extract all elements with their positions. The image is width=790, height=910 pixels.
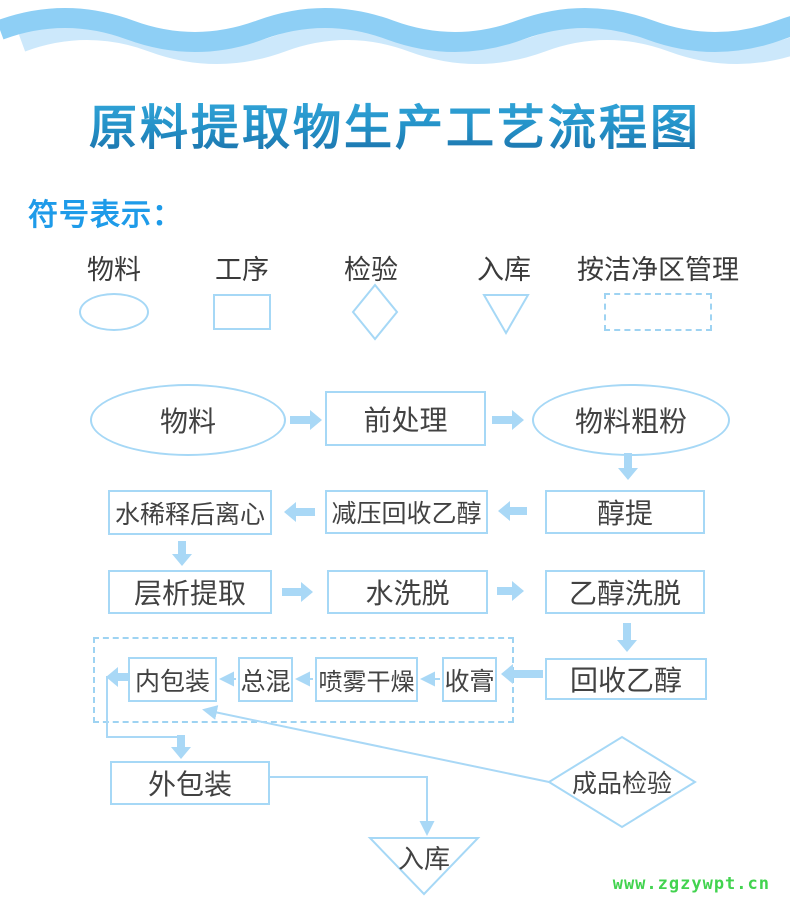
node-material: 物料	[90, 384, 286, 456]
wave-banner	[0, 8, 790, 64]
node-chromatography-extraction: 层析提取	[108, 570, 272, 614]
finished-product-inspection-label: 成品检验	[571, 770, 672, 798]
arrow-water-elution-to-ethanol-elution	[497, 581, 524, 601]
legend-label-warehouse: 入库	[477, 255, 531, 285]
node-paste-collection: 收膏	[442, 657, 497, 702]
warehousing-label: 入库	[397, 843, 450, 874]
arrow-material-to-pretreatment	[290, 410, 322, 430]
node-vacuum-ethanol-recovery: 减压回收乙醇	[325, 490, 488, 534]
node-total-mixing: 总混	[238, 657, 293, 702]
legend-label-process: 工序	[215, 255, 269, 285]
node-ethanol-recovery: 回收乙醇	[545, 658, 707, 700]
arrow-chromatography-to-water-elution	[282, 582, 313, 602]
node-ethanol-elution: 乙醇洗脱	[545, 570, 705, 614]
node-outer-packaging: 外包装	[110, 761, 270, 805]
legend-triangle-shape	[482, 294, 530, 335]
node-coarse-powder: 物料粗粉	[532, 384, 730, 456]
arrow-ethanol-elution-to-ethanol-recovery	[617, 623, 637, 652]
node-alcohol-extraction: 醇提	[545, 490, 705, 534]
arrow-recovery-to-centrifuge	[284, 502, 315, 522]
node-inner-packaging: 内包装	[128, 657, 217, 702]
node-water-dilution-centrifuge: 水稀释后离心	[108, 490, 272, 535]
node-pretreatment: 前处理	[325, 391, 486, 446]
arrow-into-outer-packaging	[171, 735, 191, 759]
legend-ellipse-shape	[79, 293, 149, 331]
node-spray-drying: 喷雾干燥	[315, 657, 418, 702]
legend-diamond-shape	[351, 283, 399, 341]
legend-label-inspection: 检验	[344, 255, 398, 285]
arrow-pretreatment-to-coarse-powder	[492, 410, 524, 430]
connector-outer-packaging-to-warehousing	[270, 776, 435, 836]
legend-rectangle-shape	[213, 294, 271, 330]
legend-label-clean-area: 按洁净区管理	[577, 255, 739, 285]
arrow-coarse-powder-to-alcohol-extraction	[618, 453, 638, 480]
arrow-centrifuge-to-chromatography	[172, 541, 192, 566]
legend-heading: 符号表示：	[28, 199, 183, 232]
legend-label-material: 物料	[87, 255, 141, 285]
page-title: 原料提取物生产工艺流程图	[0, 88, 790, 158]
legend-dashed-rectangle-shape	[604, 293, 712, 331]
node-water-elution: 水洗脱	[327, 570, 488, 614]
watermark-url: www.zgzywpt.cn	[612, 874, 770, 894]
wave-medium-band	[0, 8, 790, 52]
arrow-alcohol-extraction-to-recovery	[498, 501, 527, 521]
